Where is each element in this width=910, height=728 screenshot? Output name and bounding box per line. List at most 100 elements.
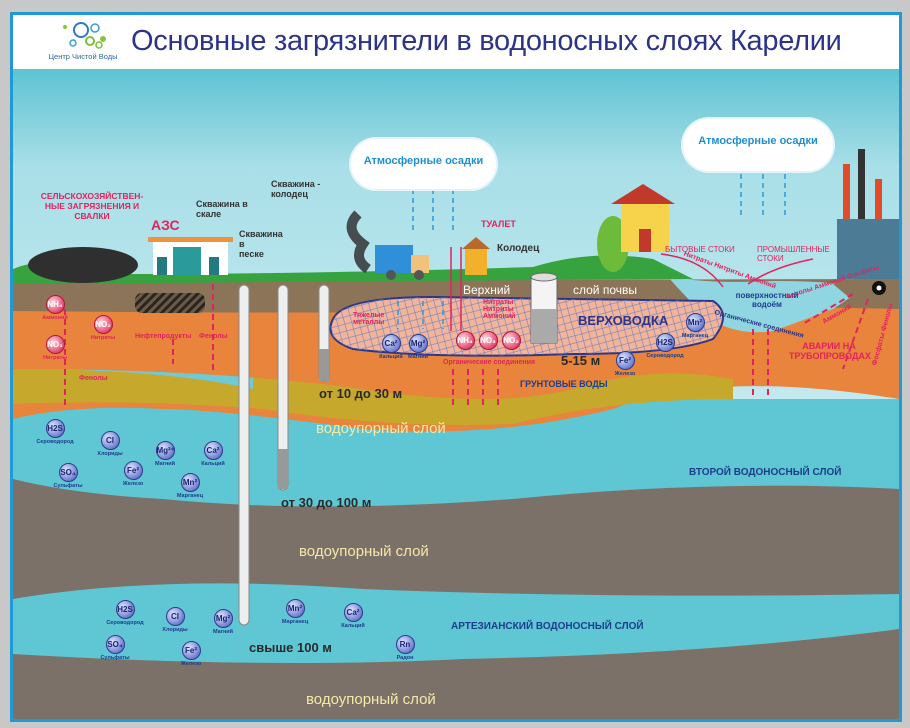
logo: Центр Чистой Воды [43, 19, 123, 65]
agri-pollution-label: СЕЛЬСКОХОЗЯЙСТВЕН-НЫЕ ЗАГРЯЗНЕНИЯ И СВАЛ… [40, 191, 144, 221]
ion-name: Нитраты [43, 355, 67, 361]
ion-marker: NO₃ [463, 331, 513, 351]
ion-name: Магний [407, 354, 429, 360]
ion-symbol: Cl [165, 607, 185, 626]
sand-well-label: Скважина в песке [239, 229, 283, 259]
ion-symbol: Fe² [181, 641, 201, 660]
cloud-label: Атмосферные осадки [363, 155, 484, 167]
ion-name: Марганец [681, 333, 709, 339]
ion-name: Кальций [201, 461, 225, 467]
ion-symbol: NH₄ [45, 295, 65, 314]
ion-symbol: Mg² [213, 609, 233, 628]
topsoil-label-right: слой почвы [573, 283, 638, 297]
ion-name: Марганец [281, 619, 309, 625]
ion-symbol: Mg²⁺ [155, 441, 175, 460]
second-aquifer-label: ВТОРОЙ ВОДОНОСНЫЙ СЛОЙ [689, 467, 842, 478]
ion-name: Аммоний [42, 315, 68, 321]
ion-name: Кальций [341, 623, 365, 629]
rain-cloud: Атмосферные осадки [683, 119, 833, 171]
depth-sand: от 30 до 100 м [281, 495, 372, 510]
ion-symbol: Fe² [123, 461, 143, 480]
gas-station-icon [135, 237, 233, 313]
household-label: БЫТОВЫЕ СТОКИ [665, 245, 735, 254]
aquitard-upper [13, 369, 733, 425]
shallow-well [318, 284, 330, 382]
sand-well [277, 284, 289, 491]
dug-well [530, 272, 558, 344]
ion-symbol: Mn² [180, 473, 200, 492]
diagram-scene: Атмосферные осадки Атмосферные осадки СЕ… [13, 69, 899, 719]
ion-name: Сероводород [36, 439, 74, 445]
ion-symbol: Cl [100, 431, 120, 450]
ion-marker: NO₂ [486, 331, 536, 351]
ion-symbol: Mg² [408, 334, 428, 353]
ion-symbol: H2S [115, 600, 135, 619]
aquitard-label-3: водоупорный слой [306, 691, 436, 708]
poster-frame: Центр Чистой Воды Основные загрязнители … [10, 12, 902, 722]
pipeline-accidents-label: АВАРИИ НА ТРУБОПРОВОДАХ [789, 341, 871, 361]
ion-name: Сульфаты [100, 655, 130, 661]
ion-name: Сульфаты [53, 483, 83, 489]
ion-symbol: NO₃ [45, 335, 65, 354]
ion-symbol: Mn² [685, 313, 705, 332]
ion-symbol: NO₂ [501, 331, 521, 350]
depth-shallow: от 10 до 30 м [319, 386, 403, 401]
water-drops-icon [63, 22, 106, 49]
toilet-pollutants-label: Нитраты Нитриты Аммоний [483, 299, 516, 320]
ion-symbol: Fe² [615, 351, 635, 370]
ion-marker: Mg²⁺Магний [140, 441, 190, 467]
surface-water-label: поверхностный водоём [735, 291, 799, 309]
cloud-label: Атмосферные осадки [698, 135, 818, 147]
ion-marker: NH₄ [440, 331, 490, 351]
ion-symbol: Ca² [203, 441, 223, 460]
ion-name: Сероводород [646, 353, 684, 359]
ion-symbol: NO₂ [93, 315, 113, 334]
depth-dug: 5-15 м [561, 353, 601, 368]
ion-symbol: NO₃ [478, 331, 498, 350]
ion-name: Хлориды [97, 451, 123, 457]
second-aquifer [13, 399, 899, 507]
outhouse-icon [462, 237, 490, 275]
toilet-label: ТУАЛЕТ [481, 219, 516, 229]
shallow-well-label: Скважина - колодец [271, 179, 321, 199]
organic-compounds-label: Органические соединения [443, 359, 536, 366]
page-title: Основные загрязнители в водоносных слоях… [131, 25, 842, 57]
ion-name: Кальций [379, 354, 403, 360]
ion-name: Железо [614, 371, 636, 377]
logo-text: Центр Чистой Воды [48, 52, 118, 61]
ion-symbol: SO₄ [105, 635, 125, 654]
topsoil-label-left: Верхний [463, 283, 511, 297]
ion-name: Железо [180, 661, 202, 667]
ion-symbol: SO₄ [58, 463, 78, 482]
rain-cloud: Атмосферные осадки [351, 139, 496, 189]
industrial-label: ПРОМЫШЛЕННЫЕ СТОКИ [757, 245, 830, 263]
landfill-icon [28, 247, 138, 283]
dug-well-label: Колодец [497, 243, 540, 254]
artesian-aquifer-label: АРТЕЗИАНСКИЙ ВОДОНОСНЫЙ СЛОЙ [451, 621, 644, 632]
ion-name: Железо [122, 481, 144, 487]
ion-name: Магний [154, 461, 176, 467]
ion-symbol: Ca² [381, 334, 401, 353]
ion-symbol: NH₄ [455, 331, 475, 350]
ion-symbol: H2S [45, 419, 65, 438]
aquitard-label-1: водоупорный слой [316, 420, 446, 437]
ion-name: Магний [212, 629, 234, 635]
ion-symbol: Mn² [285, 599, 305, 618]
